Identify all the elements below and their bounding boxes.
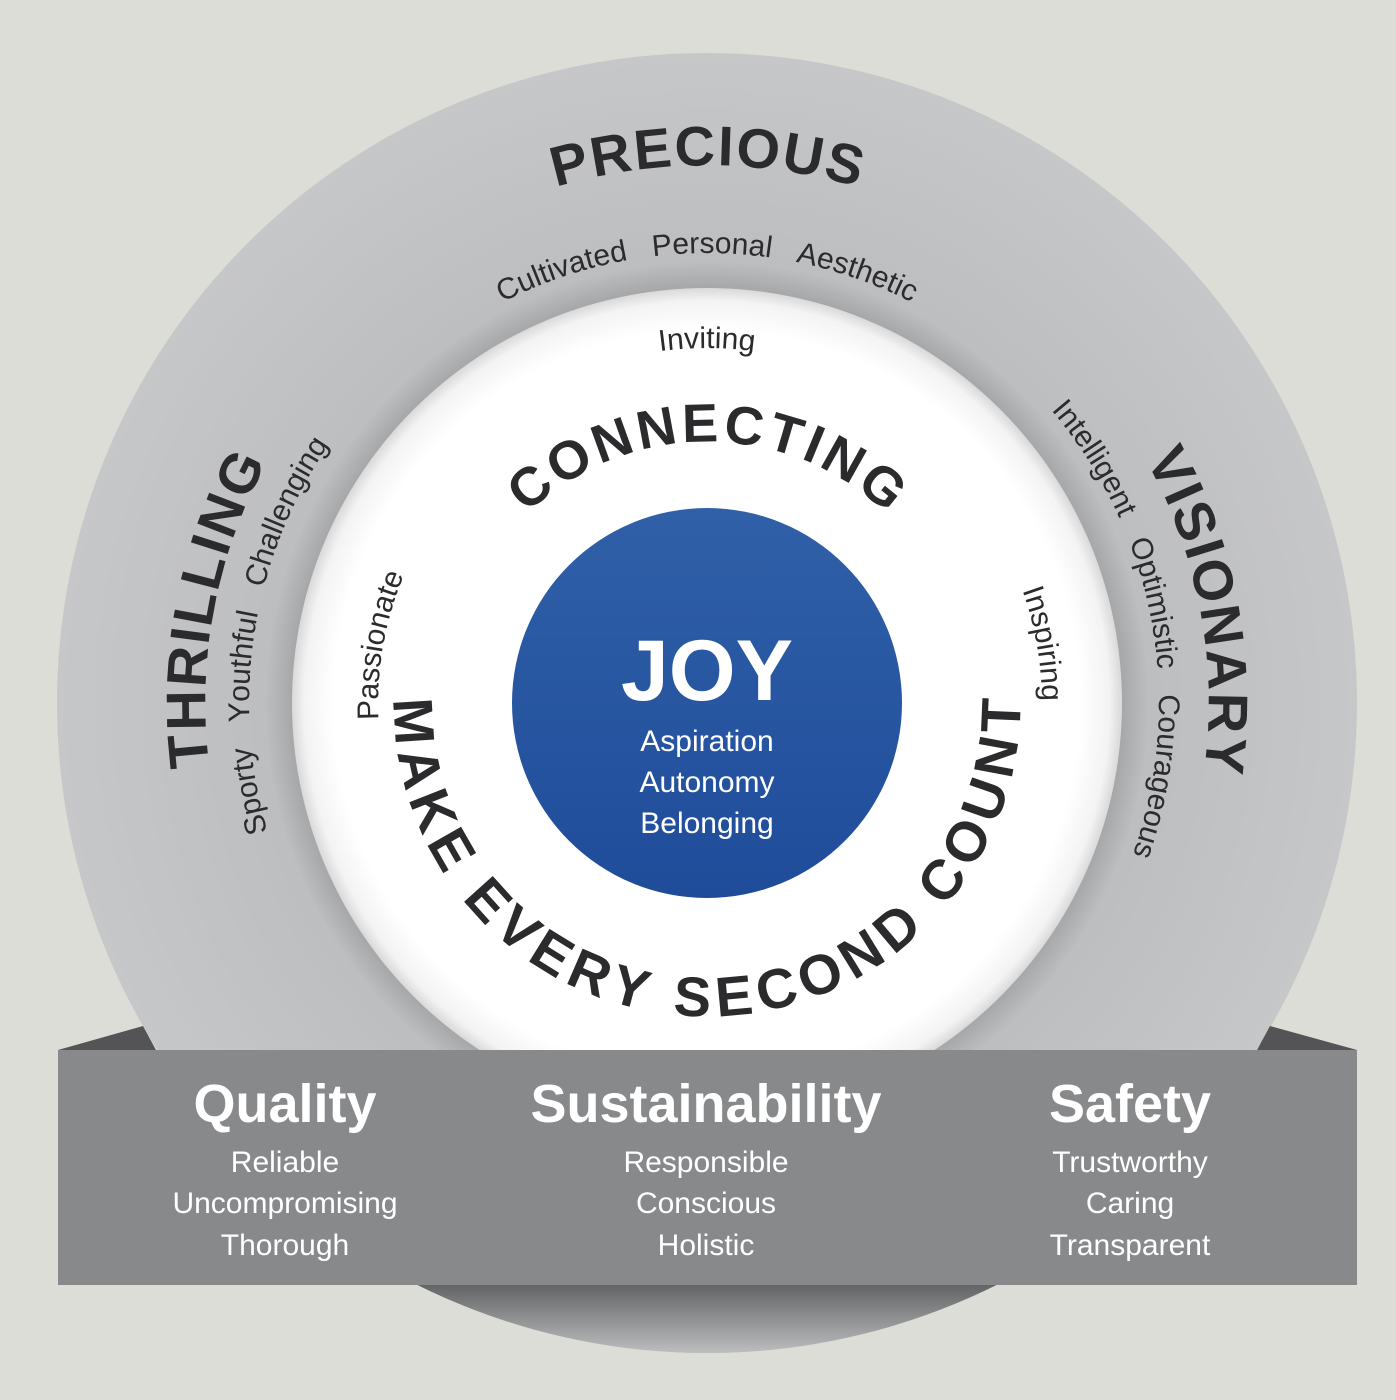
- arc-glyph: T: [969, 697, 1033, 734]
- arc-glyph: h: [225, 641, 260, 661]
- arc-glyph: n: [731, 228, 750, 262]
- outer-top-traits: Cultivated Personal Aesthetic: [491, 227, 923, 309]
- arc-glyph: C: [721, 394, 768, 459]
- arc-glyph: s: [354, 650, 389, 669]
- arc-glyph: t: [706, 322, 715, 355]
- arc-glyph: P: [650, 228, 673, 263]
- arc-glyph: a: [352, 682, 386, 700]
- core-circle: [512, 508, 902, 898]
- arc-glyph: r: [1149, 748, 1183, 762]
- pillar-item: Holistic: [658, 1229, 755, 1262]
- arc-glyph: o: [357, 625, 393, 648]
- arc-glyph: i: [714, 322, 722, 355]
- arc-glyph: H: [154, 690, 218, 731]
- arc-glyph: r: [689, 227, 700, 260]
- arc-glyph: y: [225, 746, 259, 765]
- arc-glyph: E: [681, 393, 719, 454]
- arc-glyph: u: [228, 615, 263, 637]
- arc-glyph: C: [674, 114, 716, 178]
- arc-glyph: d: [607, 234, 630, 270]
- arc-glyph: s: [353, 666, 387, 684]
- arc-glyph: E: [631, 115, 674, 181]
- arc-glyph: t: [224, 657, 258, 669]
- arc-glyph: E: [712, 963, 755, 1029]
- pillar-item: Caring: [1086, 1187, 1174, 1220]
- arc-glyph: I: [717, 114, 735, 177]
- core-item: Aspiration: [640, 725, 773, 758]
- arc-glyph: n: [721, 322, 740, 356]
- arc-glyph: a: [1146, 758, 1181, 780]
- values-banner: [58, 1050, 1357, 1285]
- pillar-item: Thorough: [221, 1229, 349, 1262]
- arc-glyph: e: [590, 238, 614, 274]
- arc-glyph: o: [1151, 716, 1185, 734]
- pillar-item: Transparent: [1050, 1229, 1211, 1262]
- arc-glyph: e: [671, 227, 690, 261]
- arc-glyph: o: [230, 779, 266, 802]
- arc-glyph: u: [223, 667, 257, 686]
- arc-glyph: s: [699, 227, 714, 260]
- outer-left-traits: Sporty Youthful Challenging: [223, 430, 335, 838]
- arc-glyph: [1152, 685, 1185, 694]
- arc-glyph: i: [1030, 641, 1064, 653]
- arc-glyph: o: [714, 227, 732, 261]
- arc-glyph: r: [1031, 648, 1065, 662]
- arc-glyph: i: [356, 643, 390, 655]
- arc-glyph: l: [763, 231, 774, 265]
- inner-left-word: Passionate: [352, 565, 410, 720]
- pillar-item: Conscious: [636, 1187, 776, 1220]
- arc-glyph: R: [1196, 692, 1260, 734]
- arc-glyph: n: [666, 323, 685, 357]
- arc-glyph: N: [1188, 600, 1256, 649]
- arc-glyph: T: [155, 731, 221, 771]
- arc-glyph: e: [1140, 791, 1176, 814]
- arc-glyph: Y: [223, 702, 256, 723]
- pillar-quality: Quality Reliable Uncompromising Thorough: [172, 1074, 397, 1262]
- arc-glyph: a: [747, 229, 767, 264]
- banner-fold-left: [58, 1026, 156, 1050]
- arc-glyph: g: [737, 323, 757, 358]
- banner-fold-right: [1257, 1026, 1357, 1050]
- pillar-item: Trustworthy: [1052, 1146, 1208, 1179]
- pillar-title: Sustainability: [530, 1074, 881, 1134]
- pillar-title: Quality: [193, 1074, 376, 1134]
- arc-glyph: n: [1033, 666, 1067, 685]
- pillar-sustainability: Sustainability Responsible Conscious Hol…: [530, 1074, 881, 1262]
- arc-glyph: i: [1149, 645, 1183, 655]
- arc-glyph: O: [734, 115, 783, 182]
- pillar-safety: Safety Trustworthy Caring Transparent: [1049, 1074, 1211, 1262]
- arc-glyph: S: [672, 964, 712, 1029]
- arc-glyph: v: [683, 322, 699, 356]
- arc-glyph: [1151, 676, 1184, 686]
- arc-glyph: c: [1149, 652, 1183, 670]
- arc-glyph: i: [699, 322, 706, 355]
- arc-glyph: p: [1027, 623, 1063, 646]
- arc-glyph: g: [1034, 684, 1067, 702]
- arc-glyph: [223, 722, 256, 732]
- arc-glyph: i: [1032, 658, 1066, 668]
- arc-glyph: g: [1143, 774, 1178, 796]
- arc-glyph: s: [1145, 621, 1180, 641]
- pillar-item: Reliable: [231, 1146, 339, 1179]
- arc-glyph: p: [233, 795, 269, 819]
- ring-bottom-shadow: [417, 1285, 997, 1353]
- arc-glyph: u: [1150, 732, 1184, 751]
- inner-top-word: Inviting: [656, 322, 757, 358]
- arc-glyph: Y: [1192, 734, 1258, 777]
- arc-glyph: C: [1152, 694, 1185, 716]
- pillar-item: Uncompromising: [172, 1187, 397, 1220]
- core-title: JOY: [621, 623, 793, 719]
- arc-glyph: M: [381, 696, 447, 746]
- arc-glyph: P: [352, 700, 385, 721]
- arc-glyph: R: [154, 644, 220, 689]
- pillar-item: Responsible: [623, 1146, 788, 1179]
- arc-glyph: I: [656, 324, 668, 358]
- core-item: Belonging: [640, 807, 773, 840]
- pillar-title: Safety: [1049, 1074, 1211, 1134]
- core-item: Autonomy: [639, 766, 774, 799]
- arc-glyph: A: [1194, 647, 1260, 691]
- arc-glyph: o: [223, 685, 256, 702]
